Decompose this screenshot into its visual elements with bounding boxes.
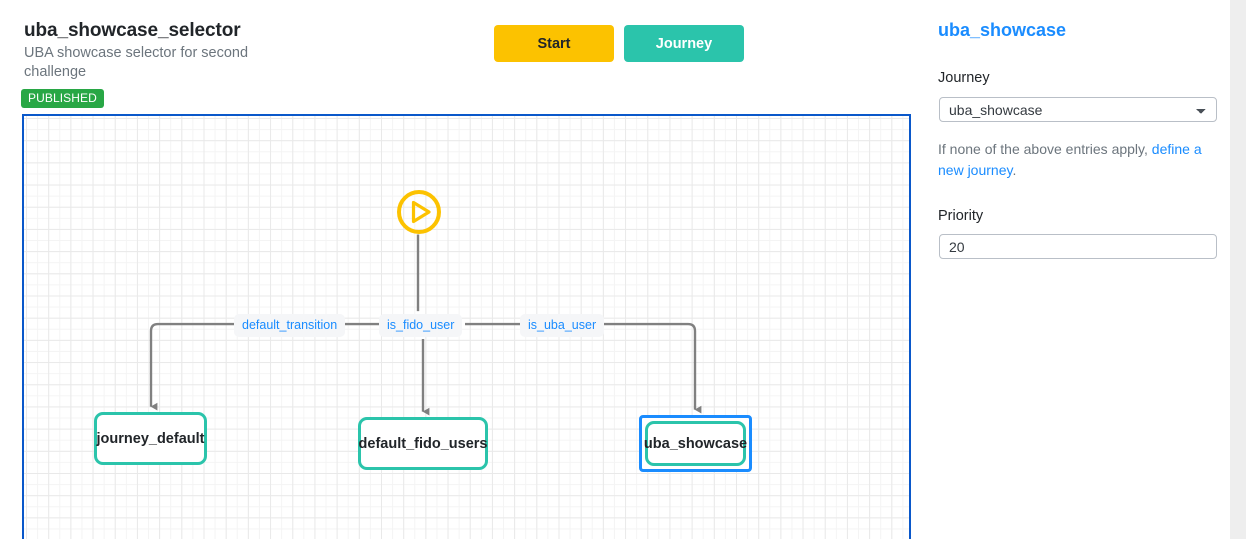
status-badge: PUBLISHED xyxy=(21,89,104,108)
transition-chip-is-uba-user[interactable]: is_uba_user xyxy=(520,314,605,337)
journey-button[interactable]: Journey xyxy=(624,25,744,62)
play-circle-icon[interactable] xyxy=(396,189,442,235)
transition-chip-is-fido-user[interactable]: is_fido_user xyxy=(379,314,463,337)
transition-chip-default-transition[interactable]: default_transition xyxy=(234,314,346,337)
start-button[interactable]: Start xyxy=(494,25,614,62)
flow-edges xyxy=(149,234,702,416)
journey-field-label: Journey xyxy=(938,70,990,86)
journey-helper-prefix: If none of the above entries apply, xyxy=(938,141,1152,157)
flow-node-default-fido-users[interactable]: default_fido_users xyxy=(358,417,488,470)
journey-select[interactable]: uba_showcase xyxy=(939,97,1217,122)
journey-helper-suffix: . xyxy=(1012,162,1017,178)
flow-node-uba-showcase-selection[interactable]: uba_showcase xyxy=(639,415,752,472)
priority-input[interactable] xyxy=(939,234,1217,259)
flow-canvas[interactable]: default_transition is_fido_user is_uba_u… xyxy=(22,114,911,539)
page-description: UBA showcase selector for second challen… xyxy=(24,45,249,80)
journey-helper-text: If none of the above entries apply, defi… xyxy=(938,139,1223,181)
page-title: uba_showcase_selector xyxy=(24,20,241,41)
flow-node-journey-default[interactable]: journey_default xyxy=(94,412,207,465)
define-new-journey-link[interactable]: define a new journey xyxy=(938,141,1202,178)
priority-field-label: Priority xyxy=(938,208,984,224)
flow-node-uba-showcase[interactable]: uba_showcase xyxy=(644,421,747,466)
panel-title: uba_showcase xyxy=(938,20,1067,40)
